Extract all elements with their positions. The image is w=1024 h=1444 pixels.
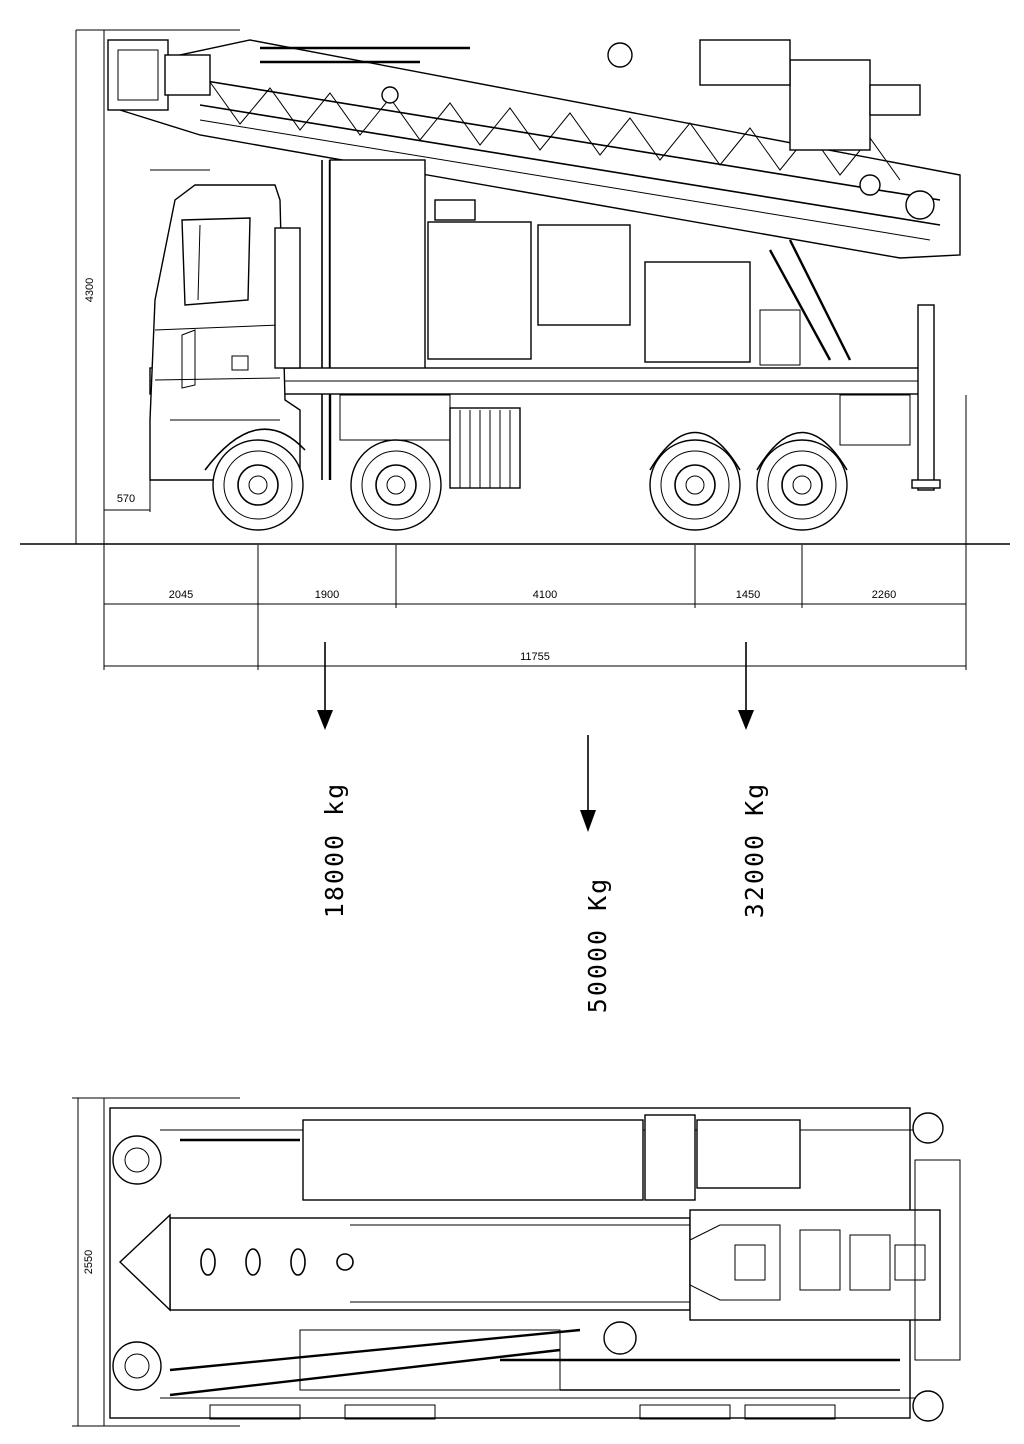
load-arrows: 18000 kg 50000 Kg 32000 Kg <box>317 642 769 1013</box>
axle-dimension-chain: 2045 1900 4100 1450 2260 11755 <box>103 395 967 670</box>
wheelbase-2-label: 4100 <box>533 589 557 601</box>
rear-load-arrow: 32000 Kg <box>738 642 769 918</box>
front-overhang-label: 2045 <box>169 589 193 601</box>
height-label: 4300 <box>84 278 96 302</box>
total-load-label: 50000 Kg <box>583 877 612 1013</box>
equipment-modules <box>329 159 801 371</box>
wheelbase-3-label: 1450 <box>736 589 760 601</box>
overall-length-label: 11755 <box>520 651 550 663</box>
total-load-arrow: 50000 Kg <box>580 735 612 1013</box>
height-dimension: 4300 <box>75 29 240 544</box>
rear-overhang-label: 2260 <box>872 589 896 601</box>
wheel-front-1 <box>212 439 304 531</box>
width-label: 2550 <box>83 1250 95 1274</box>
front-load-arrow: 18000 kg <box>317 642 349 918</box>
wheel-rear-1 <box>649 439 741 531</box>
front-bumper-label: 570 <box>117 493 135 505</box>
wheel-front-2 <box>350 439 442 531</box>
width-dimension: 2550 <box>72 1097 240 1427</box>
top-view: 2550 <box>72 1097 961 1427</box>
top-drill-head <box>689 1159 961 1361</box>
rear-load-label: 32000 Kg <box>740 782 769 918</box>
truck-cab <box>149 184 301 481</box>
front-bumper-dimension: 570 <box>104 480 151 512</box>
front-load-label: 18000 kg <box>320 782 349 918</box>
wheel-rear-2 <box>756 439 848 531</box>
wheelbase-1-label: 1900 <box>315 589 339 601</box>
wheels <box>204 428 848 531</box>
side-view: 4300 570 <box>20 29 1010 670</box>
drilling-mast <box>107 39 961 480</box>
top-mast <box>118 1213 691 1312</box>
